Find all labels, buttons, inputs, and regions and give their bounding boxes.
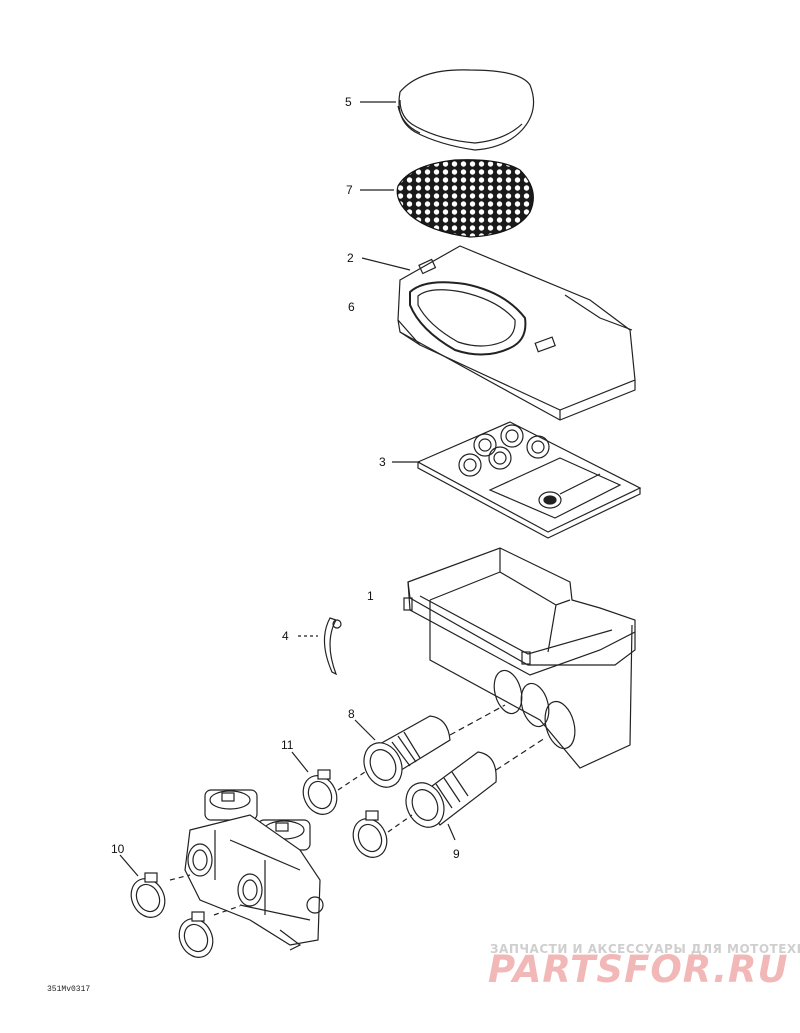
leader-10 [119,854,139,877]
part-4-clip [298,617,342,676]
part-9-boot [405,737,546,841]
leader-8 [354,719,376,741]
label-part-10: 10 [111,842,125,856]
part-11-clamp [291,751,366,815]
part-8-boot [354,704,506,788]
carburetor-assembly [169,789,324,951]
label-part-3: 3 [379,455,386,469]
part-5-cover [360,69,535,151]
part-7-filter-mesh [360,159,534,238]
leader-2 [361,257,411,271]
watermark-brand: PARTSFOR.RU [488,948,789,991]
label-part-5: 5 [345,95,352,109]
label-part-1: 1 [367,589,374,603]
label-part-11: 11 [281,738,294,752]
label-part-8: 8 [348,707,355,721]
part-1-airbox [403,547,636,769]
drawing-code: 351Mv0317 [47,985,91,994]
label-part-7: 7 [346,183,353,197]
watermark-tagline: ЗАПЧАСТИ И АКСЕССУАРЫ ДЛЯ МОТОТЕХНИКИ [490,942,800,956]
part-3-grommet-plate [392,421,642,539]
part-2-lid [361,245,636,421]
part-10-clamp-2 [178,911,214,958]
leader-11 [291,751,309,773]
label-part-2: 2 [347,251,354,265]
part-11-clamp-2 [352,810,413,858]
label-part-6: 6 [348,300,355,314]
part-10-clamp [119,854,166,918]
label-part-4: 4 [282,629,289,643]
leader-9 [447,823,456,841]
label-part-9: 9 [453,847,460,861]
